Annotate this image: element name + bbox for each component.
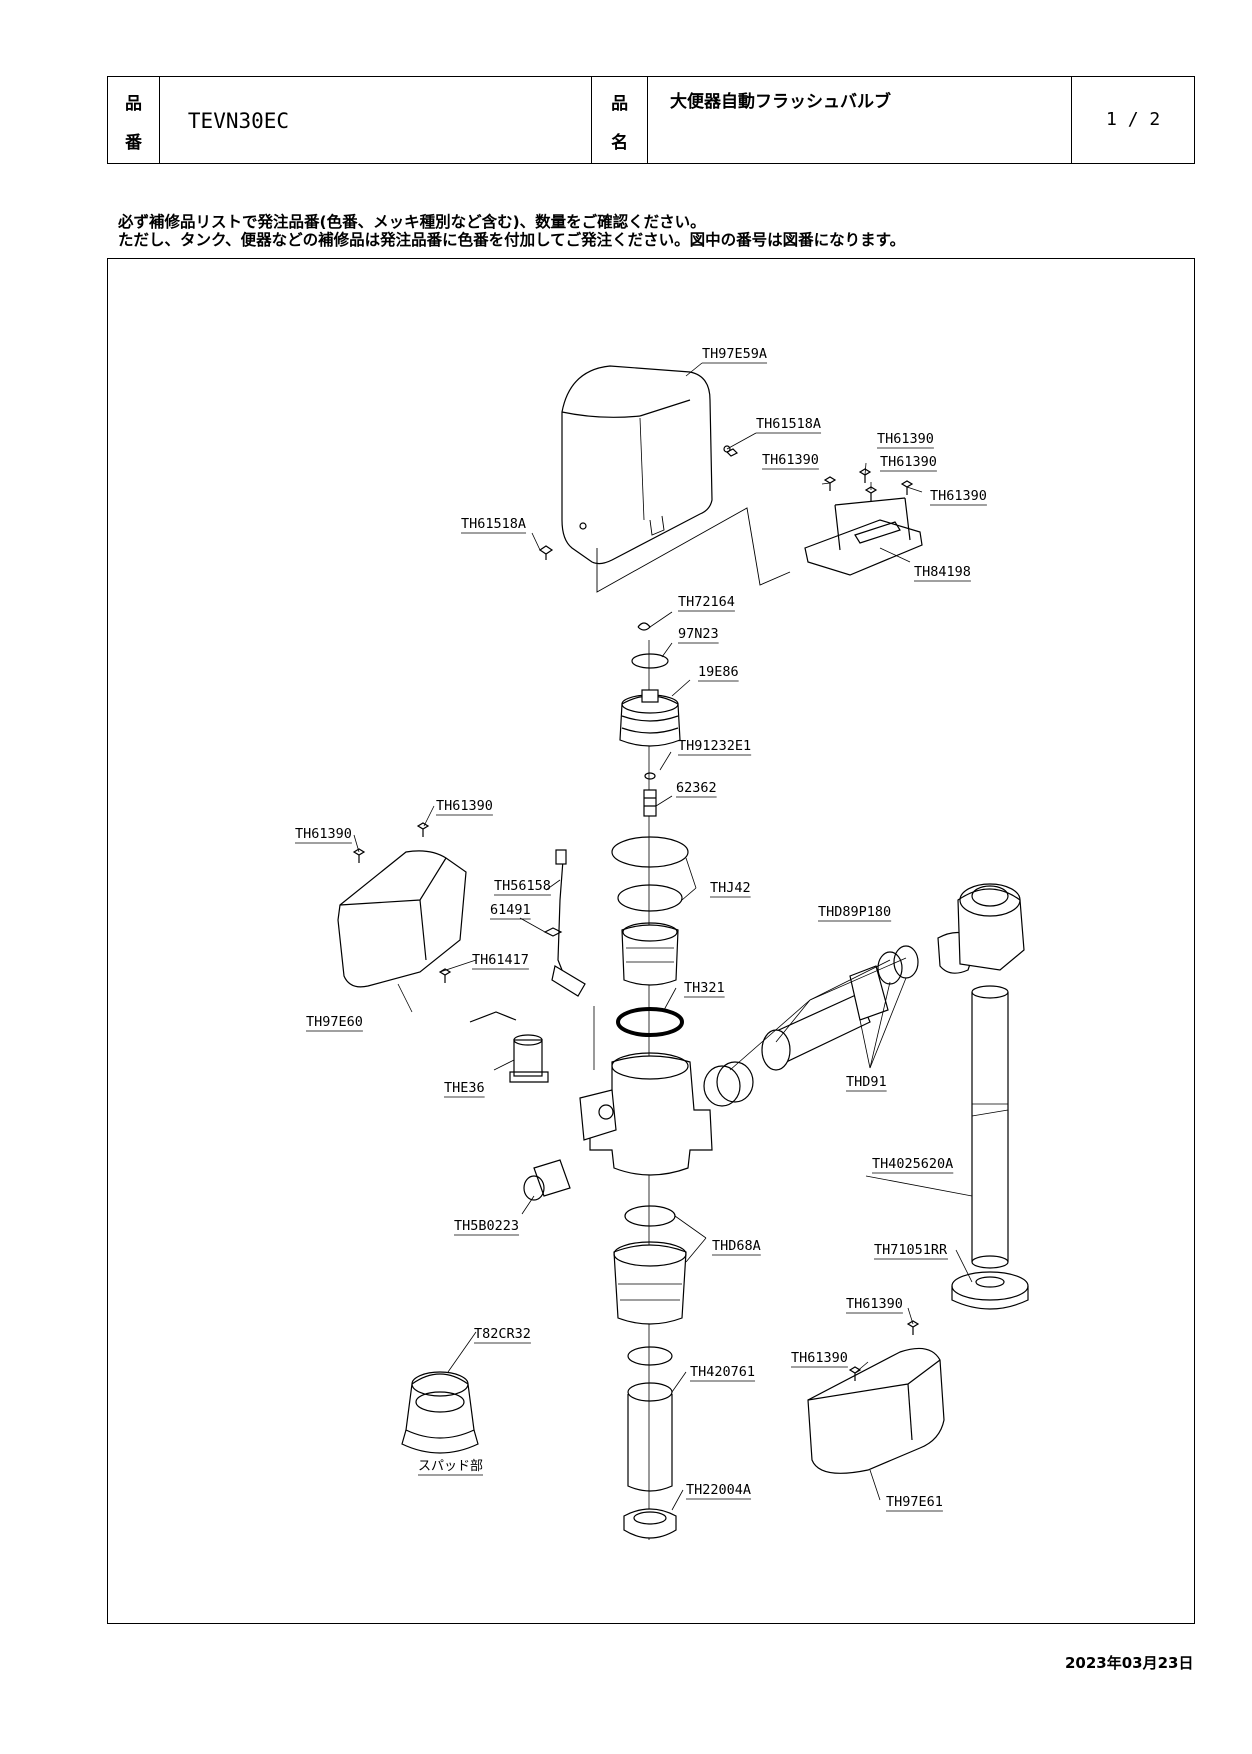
label-side-screw-low: TH61417 [472,952,529,968]
label-solenoid: THE36 [444,1080,485,1096]
label-ring: 97N23 [678,626,719,642]
part-number-label-bottom: 番 [124,133,142,153]
part-name-label-top: 品 [611,94,629,114]
spud-drawing [401,1371,479,1454]
label-oring-small: TH91232E1 [678,738,751,754]
screw-icons-top [538,448,914,560]
side-cover-left-drawing [337,822,467,988]
label-packing: THJ42 [710,880,751,896]
part-labels: TH97E59A TH61518A TH61518A TH61390 TH613… [295,346,987,1512]
label-screw-2: TH61390 [762,452,819,468]
leader-lines [353,362,973,1511]
label-cover-top: TH97E59A [702,346,767,362]
label-screw-1: TH61390 [877,431,934,447]
label-body-lower: THD68A [712,1238,761,1254]
top-cover-drawing [561,365,731,565]
label-side-screw-top: TH61390 [436,798,493,814]
label-union: THD89P180 [818,904,891,920]
diagram-frame [107,258,1195,1624]
supply-pipe-drawing [951,985,1029,1310]
label-lower-screw-1: TH61390 [846,1296,903,1312]
label-cap: 19E86 [698,664,739,680]
part-number-label-top: 品 [124,94,142,114]
label-piston: TH321 [684,980,725,996]
label-lower-screw-2: TH61390 [791,1350,848,1366]
label-gasket: TH420761 [690,1364,755,1380]
label-screw-a-left: TH61518A [461,516,526,532]
label-harness-screw: 61491 [490,902,531,918]
label-lower-cover: TH97E61 [886,1494,943,1510]
label-screw-3: TH61390 [880,454,937,470]
label-screw-4: TH61390 [930,488,987,504]
label-union-nut: THD91 [846,1074,887,1090]
center-stack-drawing [523,622,713,1539]
part-name-label-bottom: 名 [611,133,629,153]
label-spud: T82CR32 [474,1326,531,1342]
bracket-drawing [804,497,923,576]
label-pin: 62362 [676,780,717,796]
label-pipe: TH4025620A [872,1156,953,1172]
label-spud-caption: スパッド部 [418,1459,483,1474]
assembly-line [596,507,791,593]
page-number: 1 / 2 [1106,109,1161,130]
label-side-screw-left: TH61390 [295,826,352,842]
label-side-cover: TH97E60 [306,1014,363,1030]
harness-and-solenoid-drawing [469,849,595,1083]
lower-cover-drawing [807,1320,945,1474]
label-flange: TH71051RR [874,1242,948,1258]
part-number: TEVN30EC [160,77,593,163]
label-harness: TH56158 [494,878,551,894]
order-note-line-2: ただし、タンク、便器などの補修品は発注品番に色番を付加してご発注ください。図中の… [118,231,906,249]
issue-date: 2023年03月23日 [1065,1654,1194,1672]
part-name-label: 品 名 [592,77,649,163]
union-assembly-drawing [703,883,1025,1107]
label-clip: TH72164 [678,594,735,610]
part-number-label: 品 番 [108,77,160,163]
label-stop-valve: TH5B0223 [454,1218,519,1234]
title-block: 品 番 TEVN30EC 品 名 大便器自動フラッシュバルブ 1 / 2 [107,76,1195,164]
label-nut: TH22004A [686,1482,751,1498]
order-notes: 必ず補修品リストで発注品番(色番、メッキ種別など含む)、数量をご確認ください。 … [118,213,905,249]
part-name: 大便器自動フラッシュバルブ [648,77,1073,163]
label-screw-a-right: TH61518A [756,416,821,432]
label-bracket: TH84198 [914,564,971,580]
order-note-line-1: 必ず補修品リストで発注品番(色番、メッキ種別など含む)、数量をご確認ください。 [118,213,706,231]
